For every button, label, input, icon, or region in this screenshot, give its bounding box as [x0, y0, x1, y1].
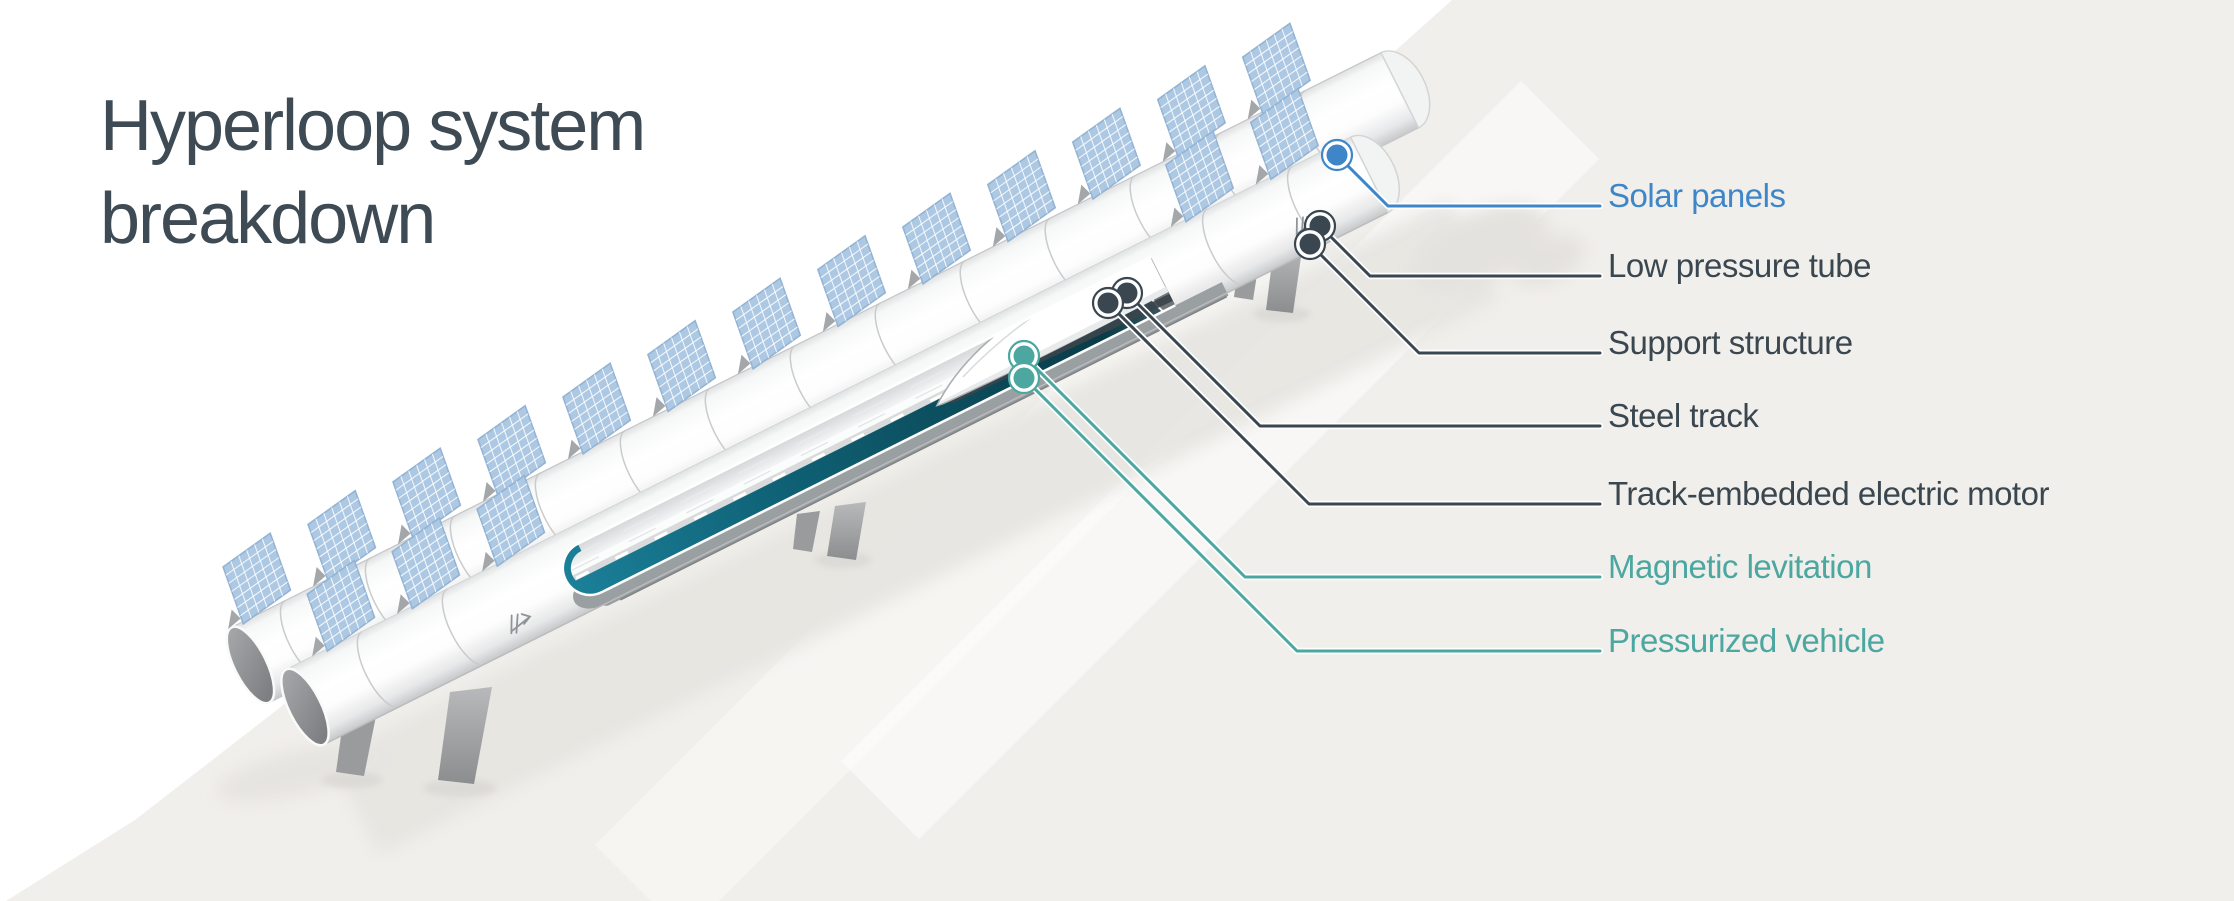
callout-track-embedded-electric-motor: Track-embedded electric motor: [1091, 286, 2050, 512]
callout-low-pressure-tube: Low pressure tube: [1303, 209, 1872, 284]
callout-label: Solar panels: [1608, 177, 1785, 214]
callout-label: Track-embedded electric motor: [1608, 475, 2049, 512]
support-pylon: [793, 502, 866, 560]
callout-steel-track: Steel track: [1110, 276, 1760, 434]
title-line-1: Hyperloop system: [100, 86, 644, 166]
page-title: Hyperloop system breakdown: [100, 86, 646, 259]
tube-end-cap: [225, 625, 276, 705]
shadow-layer: [217, 200, 1584, 854]
callout-magnetic-levitation: Magnetic levitation: [1007, 339, 1872, 585]
callouts: Solar panels Low pressure tube Support s…: [1007, 138, 2050, 659]
callout-pressurized-vehicle: Pressurized vehicle: [1007, 361, 1885, 659]
callout-label: Magnetic levitation: [1608, 548, 1872, 585]
callout-label: Low pressure tube: [1608, 247, 1871, 284]
callout-label: Steel track: [1608, 397, 1759, 434]
callout-label: Support structure: [1608, 324, 1853, 361]
callout-support-structure: Support structure: [1293, 227, 1853, 361]
callout-label: Pressurized vehicle: [1608, 622, 1885, 659]
tube-end-cap: [280, 667, 330, 747]
callout-solar-panels: Solar panels: [1320, 138, 1786, 214]
title-line-2: breakdown: [100, 179, 434, 259]
